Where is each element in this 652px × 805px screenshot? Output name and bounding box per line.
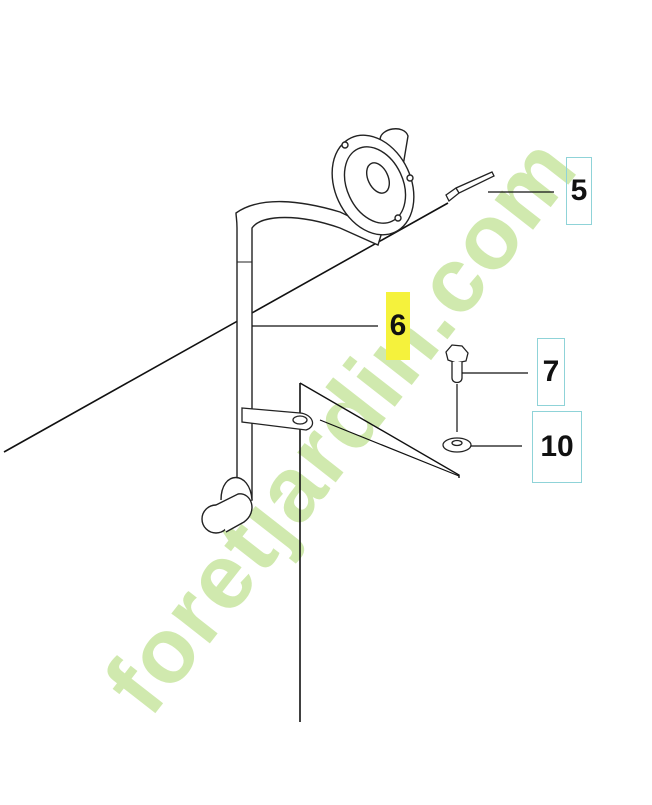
callout-7: 7 [537, 338, 565, 406]
bracket-strap-part [241, 407, 314, 431]
diagonal-line [3, 202, 449, 453]
flange-part [331, 128, 415, 236]
bracket-line [299, 382, 460, 478]
callout-5: 5 [566, 157, 592, 225]
watermark-text: foretjardin.com [85, 118, 596, 732]
pin-part [445, 171, 495, 203]
bolt-part [445, 344, 469, 432]
callout-6: 6 [386, 292, 410, 360]
watermark: foretjardin.com [85, 118, 596, 732]
bracket-line-2 [319, 419, 460, 477]
callout-10: 10 [532, 411, 582, 483]
washer-part [442, 437, 472, 453]
